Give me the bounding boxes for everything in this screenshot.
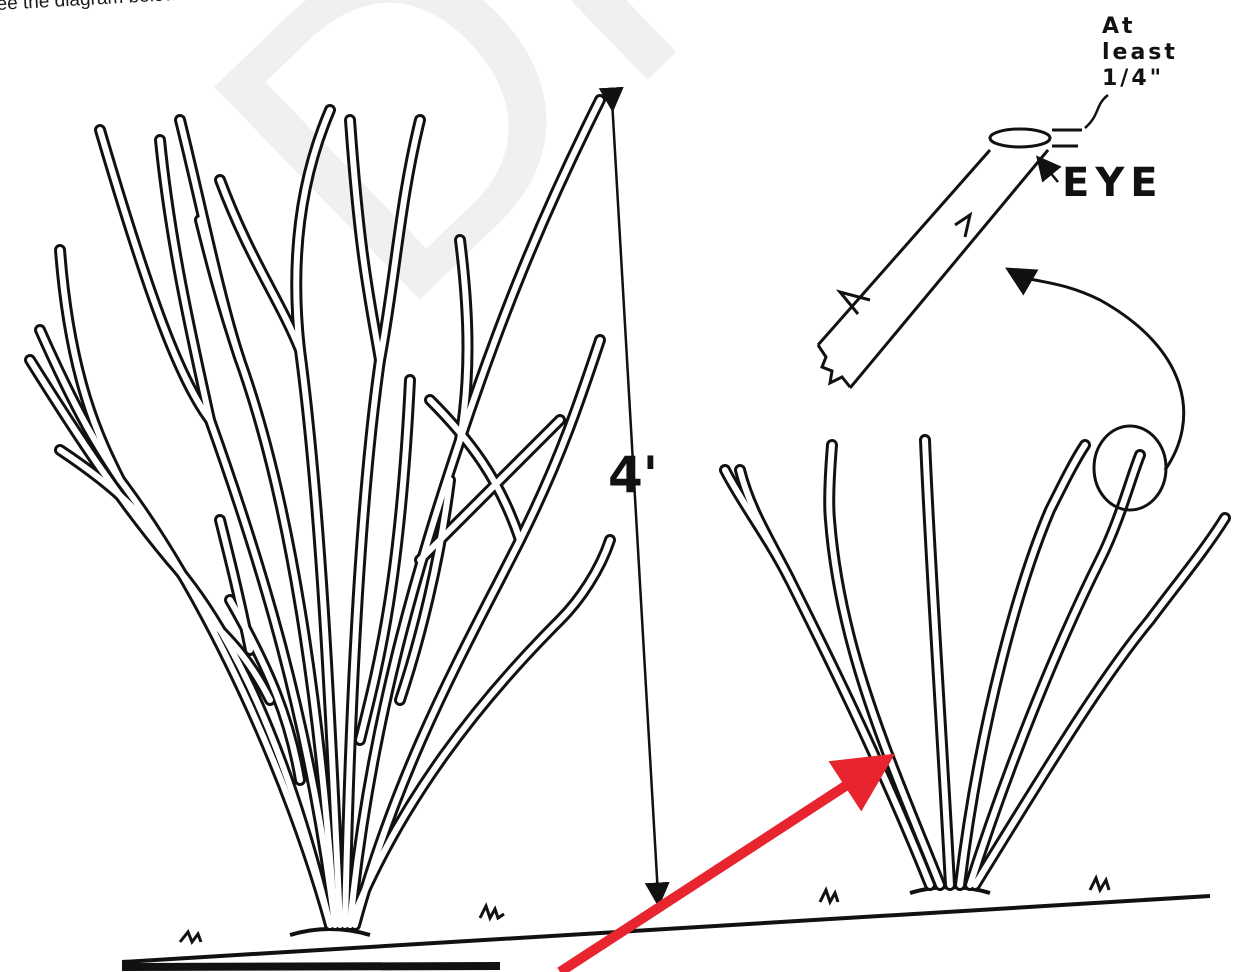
ground-line	[122, 878, 1210, 967]
cut-distance-line-1: At	[1102, 14, 1212, 40]
cut-distance-line-2: least	[1102, 40, 1212, 66]
height-label: 4'	[608, 446, 658, 504]
cut-highlight-circle	[1018, 275, 1184, 510]
unpruned-rose-bush	[30, 100, 610, 925]
cut-distance-line-3: 1/4"	[1102, 66, 1212, 92]
red-pointer-arrow	[560, 770, 870, 972]
magnified-cane-detail	[818, 95, 1108, 388]
cut-distance-label: At least 1/4"	[1102, 14, 1212, 92]
eye-label: EYE	[1062, 160, 1164, 206]
